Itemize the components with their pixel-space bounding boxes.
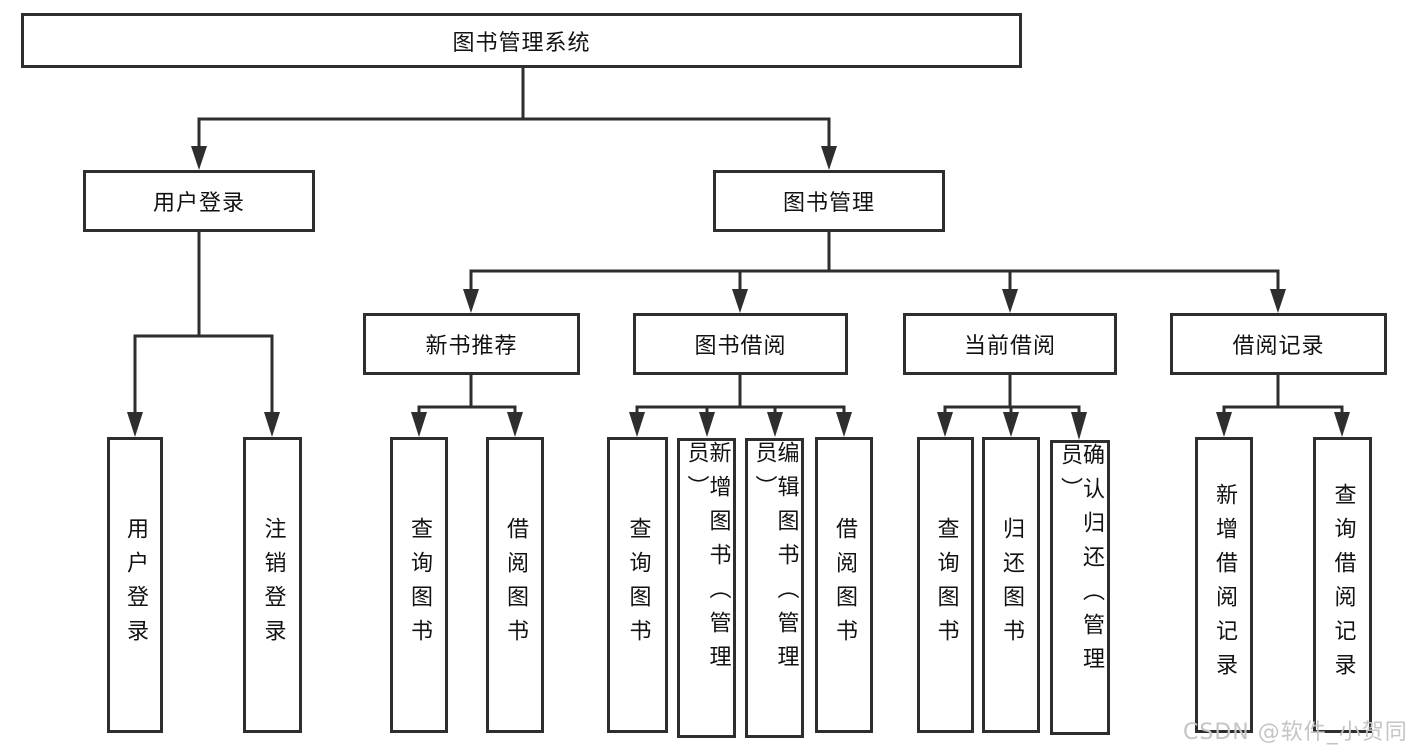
arrowhead xyxy=(1071,412,1087,440)
leaf-query-books-current-label: 查询图书 xyxy=(933,517,959,653)
node-user-login: 用户登录 xyxy=(83,170,315,232)
leaf-logout: 注销登录 xyxy=(243,437,302,733)
arrowhead xyxy=(1334,412,1350,437)
node-new-book-rec-label: 新书推荐 xyxy=(425,334,518,359)
leaf-add-borrow-record: 新增借阅记录 xyxy=(1195,437,1253,733)
arrowhead xyxy=(1003,412,1019,437)
arrowhead xyxy=(411,412,427,437)
arrowhead xyxy=(1216,412,1232,437)
node-user-login-label: 用户登录 xyxy=(152,191,245,216)
leaf-query-books-rec-label: 查询图书 xyxy=(407,517,432,653)
arrowhead xyxy=(767,412,783,437)
arrowhead xyxy=(732,289,748,313)
leaf-confirm-return-admin-label: 确认归还（管理员） xyxy=(1057,443,1104,681)
node-current-borrow-label: 当前借阅 xyxy=(963,334,1056,359)
leaf-query-borrow-record-label: 查询借阅记录 xyxy=(1330,483,1356,687)
connector-borrow-records-group xyxy=(1222,373,1344,418)
leaf-edit-books-admin: 编辑图书（管理员） xyxy=(745,438,804,738)
leaf-user-login-label: 用户登录 xyxy=(123,517,148,653)
connector-root-to-level2 xyxy=(197,66,831,152)
leaf-return-books: 归还图书 xyxy=(982,437,1040,733)
arrowhead xyxy=(699,412,715,437)
leaf-query-books-rec: 查询图书 xyxy=(390,437,448,733)
connector-book-borrow-group xyxy=(635,373,846,418)
leaf-add-books-admin-label: 新增图书（管理员） xyxy=(683,441,731,679)
node-book-borrow-label: 图书借阅 xyxy=(694,334,787,359)
leaf-add-books-admin: 新增图书（管理员） xyxy=(677,438,736,738)
arrowhead xyxy=(463,289,479,313)
node-root-label: 图书管理系统 xyxy=(452,30,591,56)
leaf-borrow-books-label: 借阅图书 xyxy=(832,517,857,653)
node-new-book-rec: 新书推荐 xyxy=(363,313,580,375)
leaf-query-books-borrow: 查询图书 xyxy=(607,437,668,733)
arrowhead xyxy=(507,412,523,437)
node-current-borrow: 当前借阅 xyxy=(903,313,1117,375)
leaf-borrow-books: 借阅图书 xyxy=(815,437,873,733)
arrowhead xyxy=(264,412,280,437)
leaf-edit-books-admin-label: 编辑图书（管理员） xyxy=(751,441,799,679)
node-borrow-records-label: 借阅记录 xyxy=(1232,334,1325,359)
arrowhead xyxy=(629,412,645,437)
leaf-logout-label: 注销登录 xyxy=(260,517,286,653)
leaf-borrow-books-rec: 借阅图书 xyxy=(486,437,544,733)
arrowhead xyxy=(937,412,953,437)
node-root: 图书管理系统 xyxy=(21,13,1022,68)
arrowhead xyxy=(836,412,852,437)
connector-current-borrow-group xyxy=(943,373,1081,418)
arrowhead xyxy=(821,146,837,170)
leaf-return-books-label: 归还图书 xyxy=(999,517,1024,653)
leaf-query-books-borrow-label: 查询图书 xyxy=(625,517,651,653)
connector-user-login-group xyxy=(133,230,274,418)
node-book-mgmt-label: 图书管理 xyxy=(782,191,875,216)
node-borrow-records: 借阅记录 xyxy=(1170,313,1387,375)
connector-book-mgmt-group xyxy=(469,230,1280,295)
leaf-add-borrow-record-label: 新增借阅记录 xyxy=(1212,483,1237,687)
node-book-borrow: 图书借阅 xyxy=(633,313,848,375)
arrowhead xyxy=(127,412,143,437)
node-book-mgmt: 图书管理 xyxy=(713,170,945,232)
arrowhead xyxy=(1270,289,1286,313)
leaf-query-borrow-record: 查询借阅记录 xyxy=(1313,437,1372,733)
connector-new-book-group xyxy=(417,373,517,418)
arrowhead xyxy=(1002,289,1018,313)
arrowhead xyxy=(191,146,207,170)
leaf-borrow-books-rec-label: 借阅图书 xyxy=(503,517,528,653)
csdn-watermark: CSDN @软件_小贺同学 xyxy=(1183,720,1405,745)
leaf-user-login: 用户登录 xyxy=(107,437,163,733)
leaf-query-books-current: 查询图书 xyxy=(917,437,974,733)
leaf-confirm-return-admin: 确认归还（管理员） xyxy=(1050,440,1110,735)
